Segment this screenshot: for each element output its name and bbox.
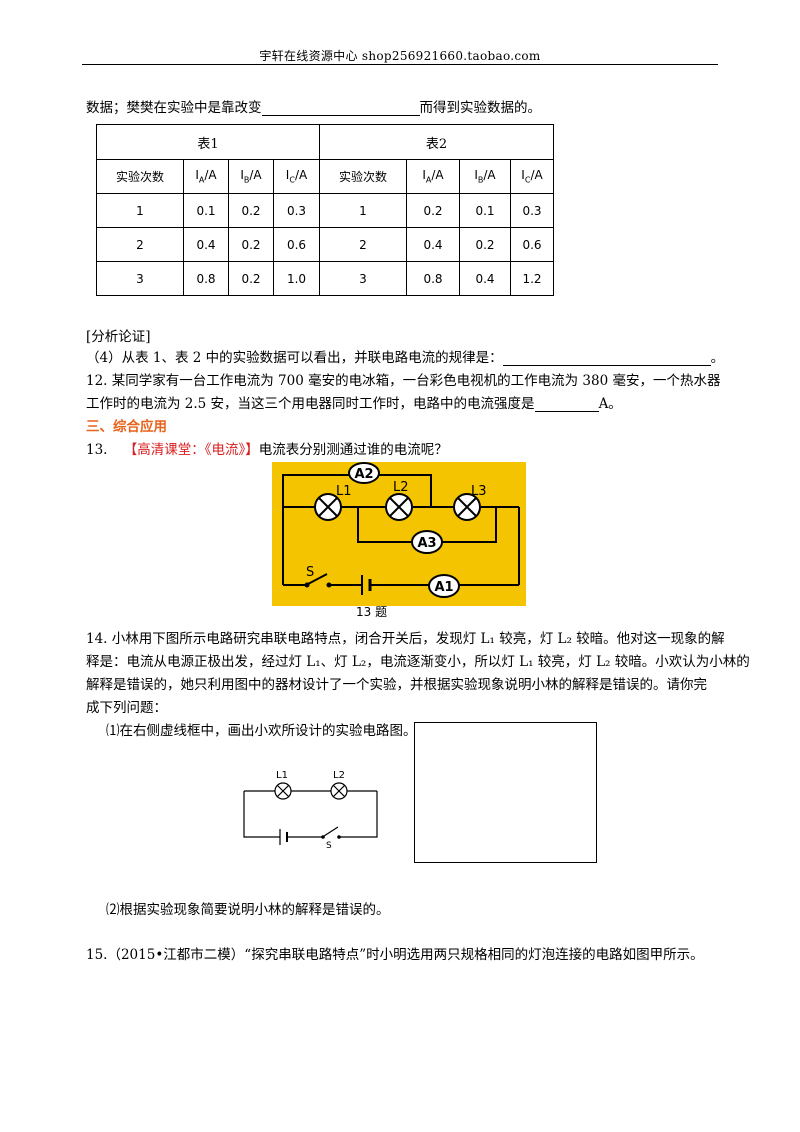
section-title: 三、综合应用 xyxy=(86,419,167,435)
col-trial-1: 实验次数 xyxy=(96,159,184,194)
analysis-heading: [分析论证] xyxy=(86,329,151,345)
col-ia-1: IA/A xyxy=(183,159,229,194)
q12-line2-prefix: 工作时的电流为 2.5 安，当这三个用电器同时工作时，电路中的电流强度是 xyxy=(86,396,535,412)
cell: 2 xyxy=(96,227,184,262)
cell: 0.4 xyxy=(183,227,229,262)
col-trial-2: 实验次数 xyxy=(319,159,407,194)
col-ic-2: IC/A xyxy=(510,159,554,194)
svg-text:A2: A2 xyxy=(354,467,373,482)
label-s: S xyxy=(306,565,314,580)
cell: 0.4 xyxy=(406,227,460,262)
cell: 0.8 xyxy=(183,261,229,296)
header-rule xyxy=(82,64,718,65)
table2-title: 表2 xyxy=(319,124,554,160)
label-l3: L3 xyxy=(471,484,487,499)
q12-line2: 工作时的电流为 2.5 安，当这三个用电器同时工作时，电路中的电流强度是 A。 xyxy=(86,392,622,412)
answer-blank-1[interactable] xyxy=(261,101,420,116)
q4-prefix: （4）从表 1、表 2 中的实验数据可以看出，并联电路电流的规律是： xyxy=(86,350,503,366)
answer-blank-q12[interactable] xyxy=(534,397,599,412)
page-header: 宇轩在线资源中心 shop256921660.taobao.com xyxy=(259,49,541,63)
diagram-background xyxy=(272,462,526,606)
cell: 0.8 xyxy=(406,261,460,296)
lamp-l3-icon xyxy=(453,493,481,521)
cell: 0.6 xyxy=(510,227,554,262)
drawing-box[interactable] xyxy=(414,722,597,863)
cell: 0.2 xyxy=(228,193,274,228)
label-l1: L1 xyxy=(336,484,352,499)
cell: 1 xyxy=(319,193,407,228)
lamp-l1-icon xyxy=(314,493,342,521)
col-ic-1: IC/A xyxy=(273,159,320,194)
cell: 1.2 xyxy=(510,261,554,296)
q13-text: 电流表分别测通过谁的电流呢？ xyxy=(258,442,448,458)
data-sentence-prefix: 数据；樊樊在实验中是靠改变 xyxy=(86,100,262,116)
cell: 0.2 xyxy=(459,227,511,262)
label-l1: L1 xyxy=(276,770,288,781)
cell: 2 xyxy=(319,227,407,262)
q4-suffix: 。 xyxy=(710,350,725,366)
q13-line: 13. 【高清课堂：《电流》】电流表分别测通过谁的电流呢？ xyxy=(86,438,448,458)
q14-line1: 14. 小林用下图所示电路研究串联电路特点，闭合开关后，发现灯 L₁ 较亮，灯 … xyxy=(86,631,725,647)
ammeter-a2-icon: A2 xyxy=(348,462,380,484)
cell: 0.2 xyxy=(228,261,274,296)
ammeter-a1-icon: A1 xyxy=(428,574,460,598)
q13-caption: 13 题 xyxy=(356,605,388,619)
cell: 1 xyxy=(96,193,184,228)
label-s: S xyxy=(326,841,332,848)
q14-sub2: ⑵根据实验现象简要说明小林的解释是错误的。 xyxy=(106,902,390,918)
cell: 3 xyxy=(96,261,184,296)
cell: 0.4 xyxy=(459,261,511,296)
q14-line2: 释是：电流从电源正极出发，经过灯 L₁、灯 L₂，电流逐渐变小，所以灯 L₁ 较… xyxy=(86,654,750,670)
lamp-l1-icon xyxy=(274,782,292,800)
q14-circuit-diagram: L1 L2 S xyxy=(243,770,378,848)
q13-tag: 【高清课堂：《电流》】 xyxy=(123,442,259,458)
table-row: 1 0.1 0.2 0.3 1 0.2 0.1 0.3 xyxy=(96,193,554,228)
q14-sub1: ⑴在右侧虚线框中，画出小欢所设计的实验电路图。 xyxy=(106,723,417,739)
lamp-l2-icon xyxy=(330,782,348,800)
lamp-l2-icon xyxy=(385,493,413,521)
label-l2: L2 xyxy=(393,480,409,495)
label-l2: L2 xyxy=(333,770,345,781)
answer-blank-q4[interactable] xyxy=(502,351,711,366)
q15-line: 15.（2015•江都市二模）“探究串联电路特点”时小明选用两只规格相同的灯泡连… xyxy=(86,947,704,963)
q14-line3: 解释是错误的，她只利用图中的器材设计了一个实验，并根据实验现象说明小林的解释是错… xyxy=(86,677,707,693)
svg-text:A3: A3 xyxy=(417,536,436,551)
table-header-row: 实验次数 IA/A IB/A IC/A 实验次数 IA/A IB/A IC/A xyxy=(96,159,554,194)
q12-line2-suffix: A。 xyxy=(598,396,622,412)
q12-line1: 12. 某同学家有一台工作电流为 700 毫安的电冰箱，一台彩色电视机的工作电流… xyxy=(86,373,721,389)
q4-line: （4）从表 1、表 2 中的实验数据可以看出，并联电路电流的规律是： 。 xyxy=(86,346,724,366)
table-row: 2 0.4 0.2 0.6 2 0.4 0.2 0.6 xyxy=(96,227,554,262)
cell: 0.6 xyxy=(273,227,320,262)
cell: 0.3 xyxy=(273,193,320,228)
q14-line4: 成下列问题： xyxy=(86,700,167,716)
col-ib-2: IB/A xyxy=(459,159,511,194)
col-ib-1: IB/A xyxy=(228,159,274,194)
ammeter-a3-icon: A3 xyxy=(411,530,443,554)
cell: 0.2 xyxy=(228,227,274,262)
data-sentence-suffix: 而得到实验数据的。 xyxy=(419,100,542,116)
cell: 0.3 xyxy=(510,193,554,228)
q13-number: 13. xyxy=(86,442,108,458)
data-sentence: 数据；樊樊在实验中是靠改变 而得到实验数据的。 xyxy=(86,96,541,116)
q13-circuit-diagram: A2 A3 A1 L1 L2 L3 S xyxy=(272,462,526,606)
cell: 0.2 xyxy=(406,193,460,228)
cell: 0.1 xyxy=(459,193,511,228)
table-row: 3 0.8 0.2 1.0 3 0.8 0.4 1.2 xyxy=(96,261,554,296)
table1-title: 表1 xyxy=(96,124,320,160)
cell: 1.0 xyxy=(273,261,320,296)
cell: 3 xyxy=(319,261,407,296)
svg-text:A1: A1 xyxy=(434,580,453,595)
col-ia-2: IA/A xyxy=(406,159,460,194)
cell: 0.1 xyxy=(183,193,229,228)
data-table: 表1 表2 实验次数 IA/A IB/A IC/A 实验次数 IA/A IB/A… xyxy=(96,124,554,296)
